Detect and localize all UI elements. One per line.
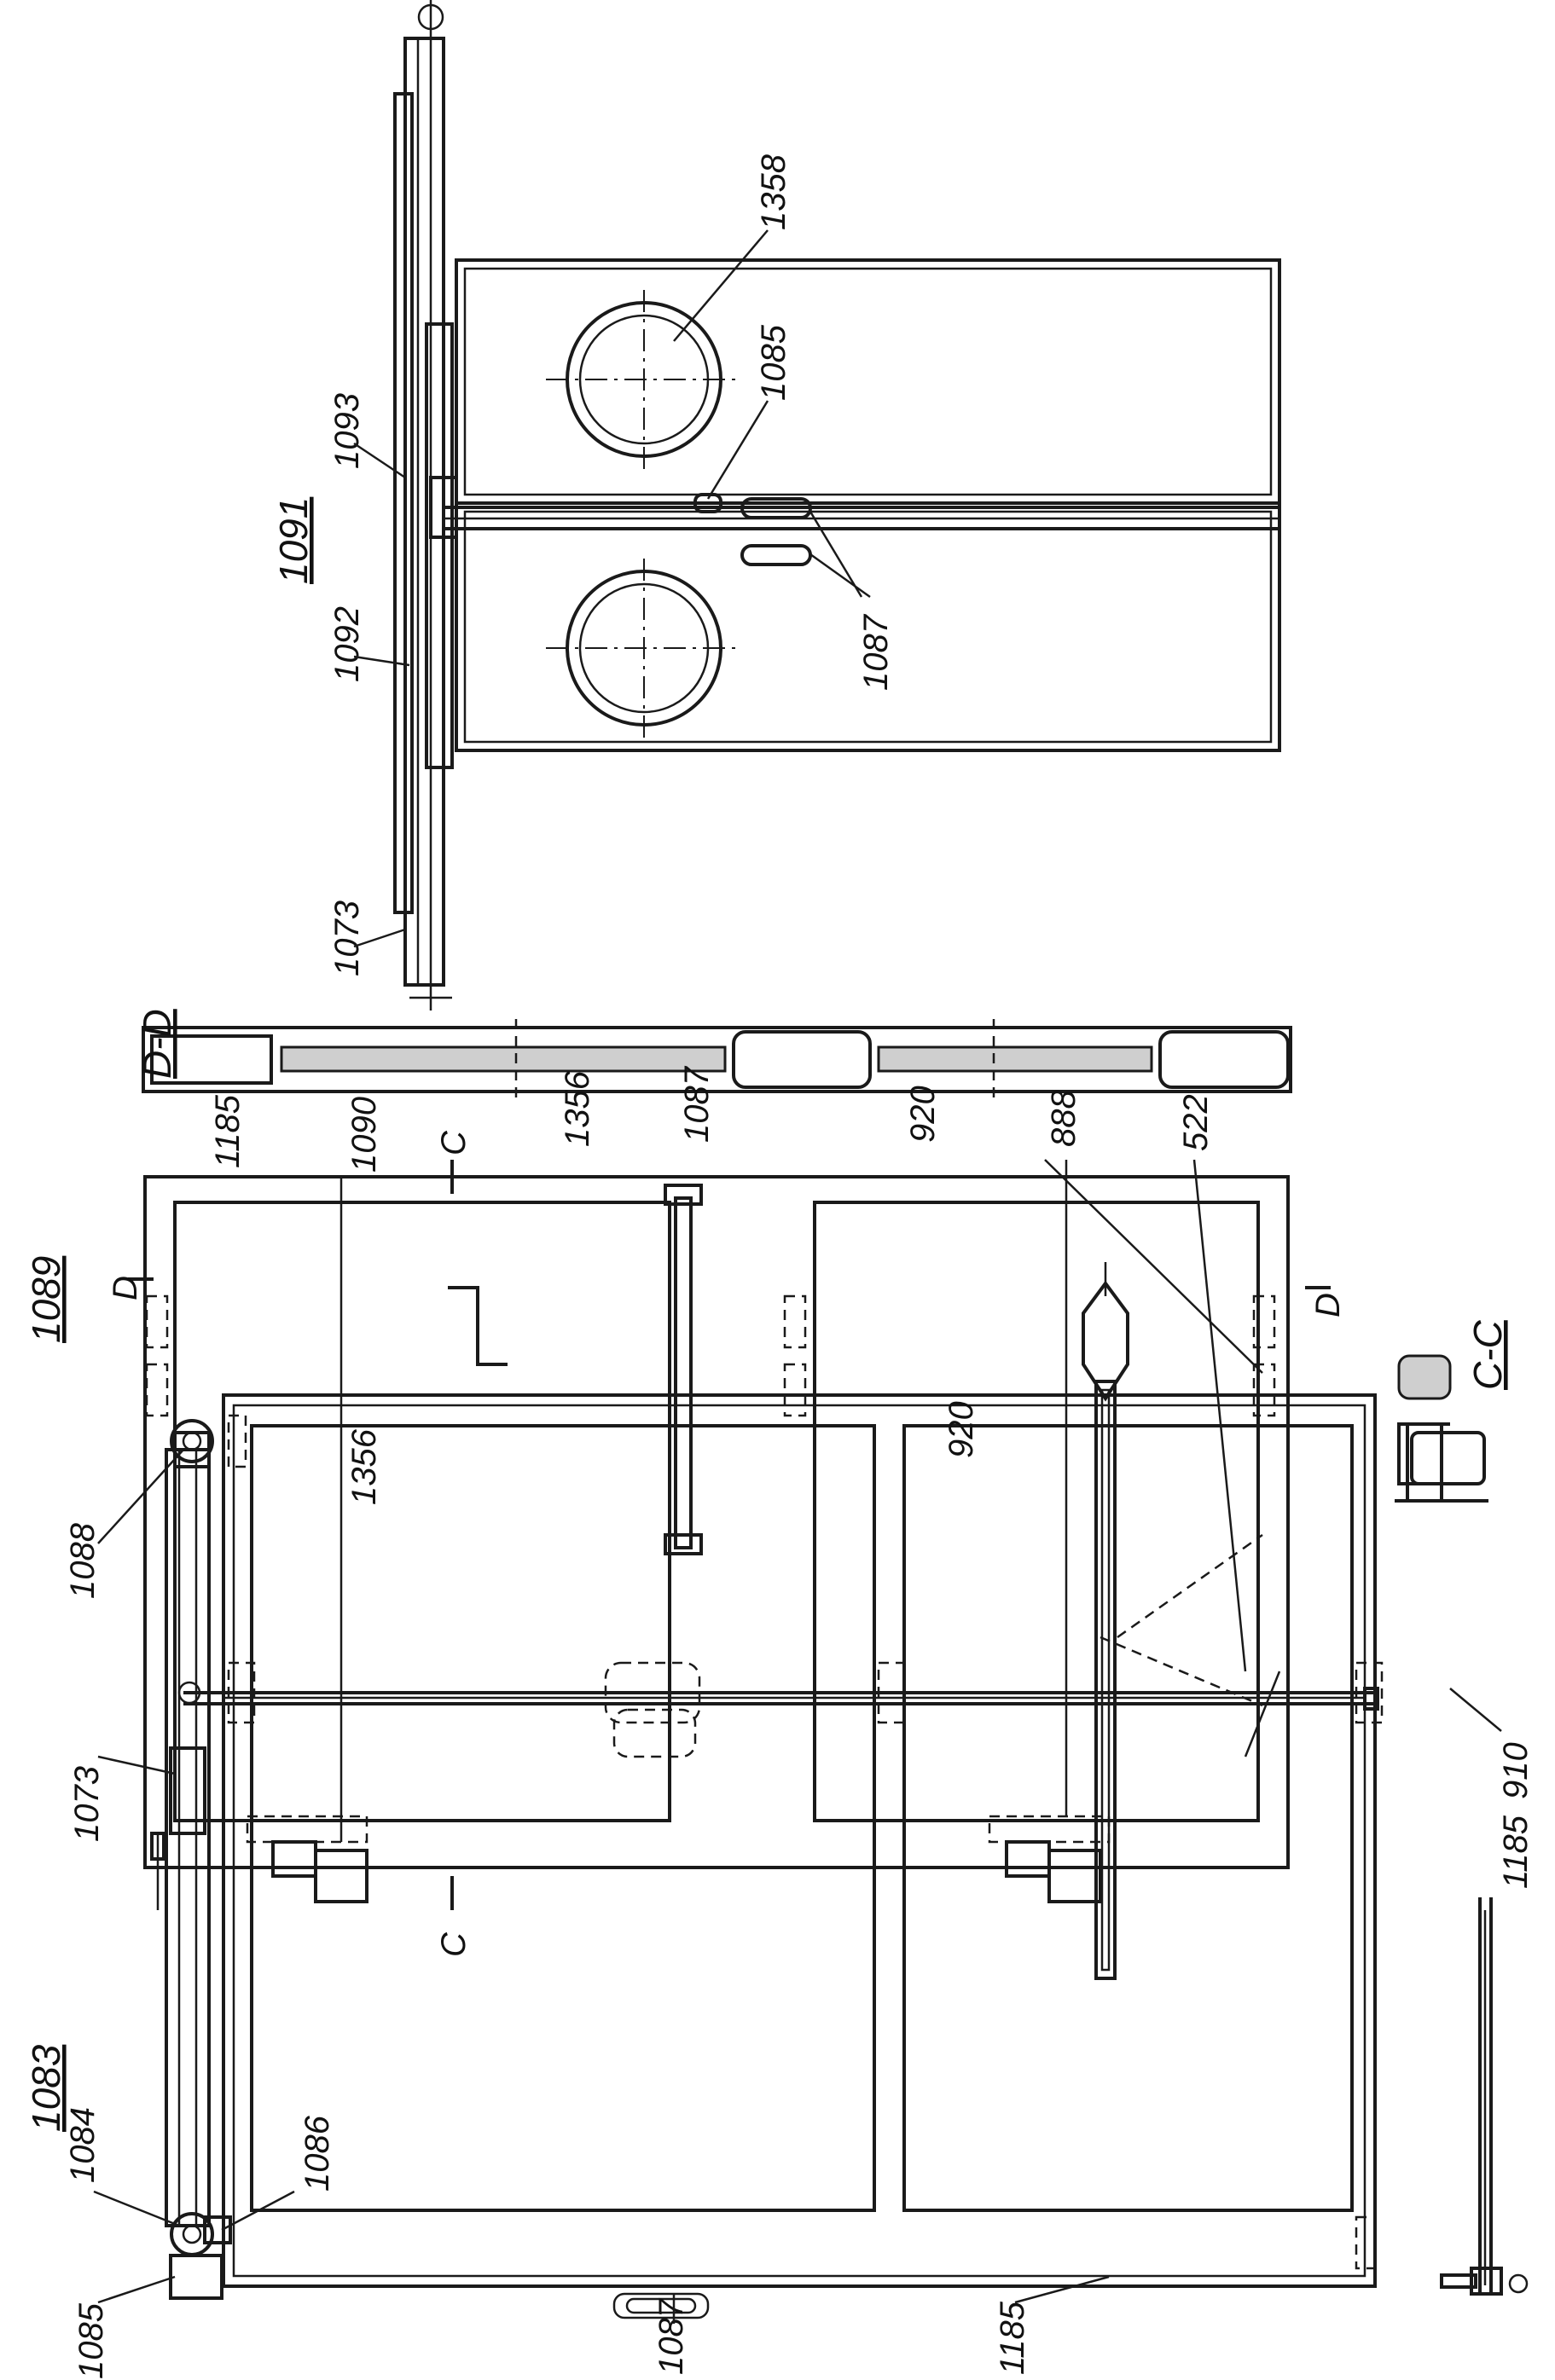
lbl-1083-1084: 1084	[64, 2107, 102, 2183]
bracket-1085	[169, 2254, 223, 2300]
lbl-1083-1185: 1185	[994, 2301, 1031, 2375]
lbl-1083-920: 920	[943, 1401, 980, 1458]
lbl-1089-1185: 1185	[209, 1094, 247, 1168]
view-1091	[393, 0, 1281, 1010]
lbl-1083-1356: 1356	[345, 1428, 383, 1505]
mark-c-bottom: C	[435, 1931, 473, 1957]
rail-1073	[165, 1448, 211, 2227]
profile-910-1185	[1395, 1354, 1488, 1503]
panel-920	[902, 1424, 1354, 2212]
door-frame-1083	[222, 1393, 1377, 2288]
leaf-left	[455, 501, 1281, 752]
section-cc	[1082, 1262, 1281, 1980]
lbl-1089-1087: 1087	[678, 1065, 716, 1143]
rail-1073-top	[403, 37, 445, 987]
roller-1088	[170, 1419, 214, 1463]
panel-1356-b	[173, 1201, 671, 1822]
lbl-1089-1090: 1090	[345, 1097, 383, 1173]
mark-c-top: C	[435, 1130, 473, 1155]
lbl-1091-1358: 1358	[755, 153, 792, 230]
title-cc: C-C	[1465, 1319, 1510, 1390]
lbl-1089-522: 522	[1177, 1094, 1215, 1151]
panel-1356	[250, 1424, 876, 2212]
lbl-1091-1085: 1085	[755, 324, 792, 401]
lbl-1089-1356: 1356	[559, 1070, 596, 1147]
handle-1087	[612, 2292, 710, 2319]
title-1091: 1091	[271, 497, 316, 584]
lbl-1089-920: 920	[904, 1086, 942, 1143]
lbl-1083-1087: 1087	[653, 2297, 690, 2375]
lbl-1089-888: 888	[1045, 1090, 1082, 1147]
view-1089	[128, 1159, 1331, 1910]
lbl-1185-profile: 1185	[1497, 1815, 1535, 1889]
panel-920-b	[813, 1201, 1260, 1822]
lbl-1091-1093: 1093	[328, 393, 366, 469]
view-1083	[165, 1393, 1529, 2319]
mark-d-bottom: D	[1309, 1293, 1347, 1317]
labels: 1083 1089 1091 D-D C-C D D C C 1085 1084…	[24, 153, 1535, 2379]
mark-d-top: D	[107, 1276, 144, 1300]
section-dd	[142, 1019, 1292, 1100]
lbl-1091-1092: 1092	[328, 606, 366, 682]
crossbar-1087	[674, 1196, 693, 1549]
lbl-1083-1088: 1088	[64, 1522, 102, 1599]
lbl-1083-1073: 1073	[68, 1766, 106, 1842]
lbl-1083-1085: 1085	[73, 2302, 110, 2379]
lbl-1083-1086: 1086	[299, 2115, 336, 2192]
lbl-1091-1073: 1073	[328, 900, 366, 976]
title-1083: 1083	[24, 2044, 68, 2132]
door-frame-1089	[143, 1175, 1290, 1869]
side-strip-view	[177, 1661, 1379, 1758]
title-1089: 1089	[24, 1256, 68, 1343]
lbl-910: 910	[1497, 1742, 1535, 1799]
lbl-1091-1087: 1087	[857, 613, 895, 691]
title-dd: D-D	[135, 1009, 179, 1079]
side-profile-1083	[1440, 1897, 1529, 2296]
